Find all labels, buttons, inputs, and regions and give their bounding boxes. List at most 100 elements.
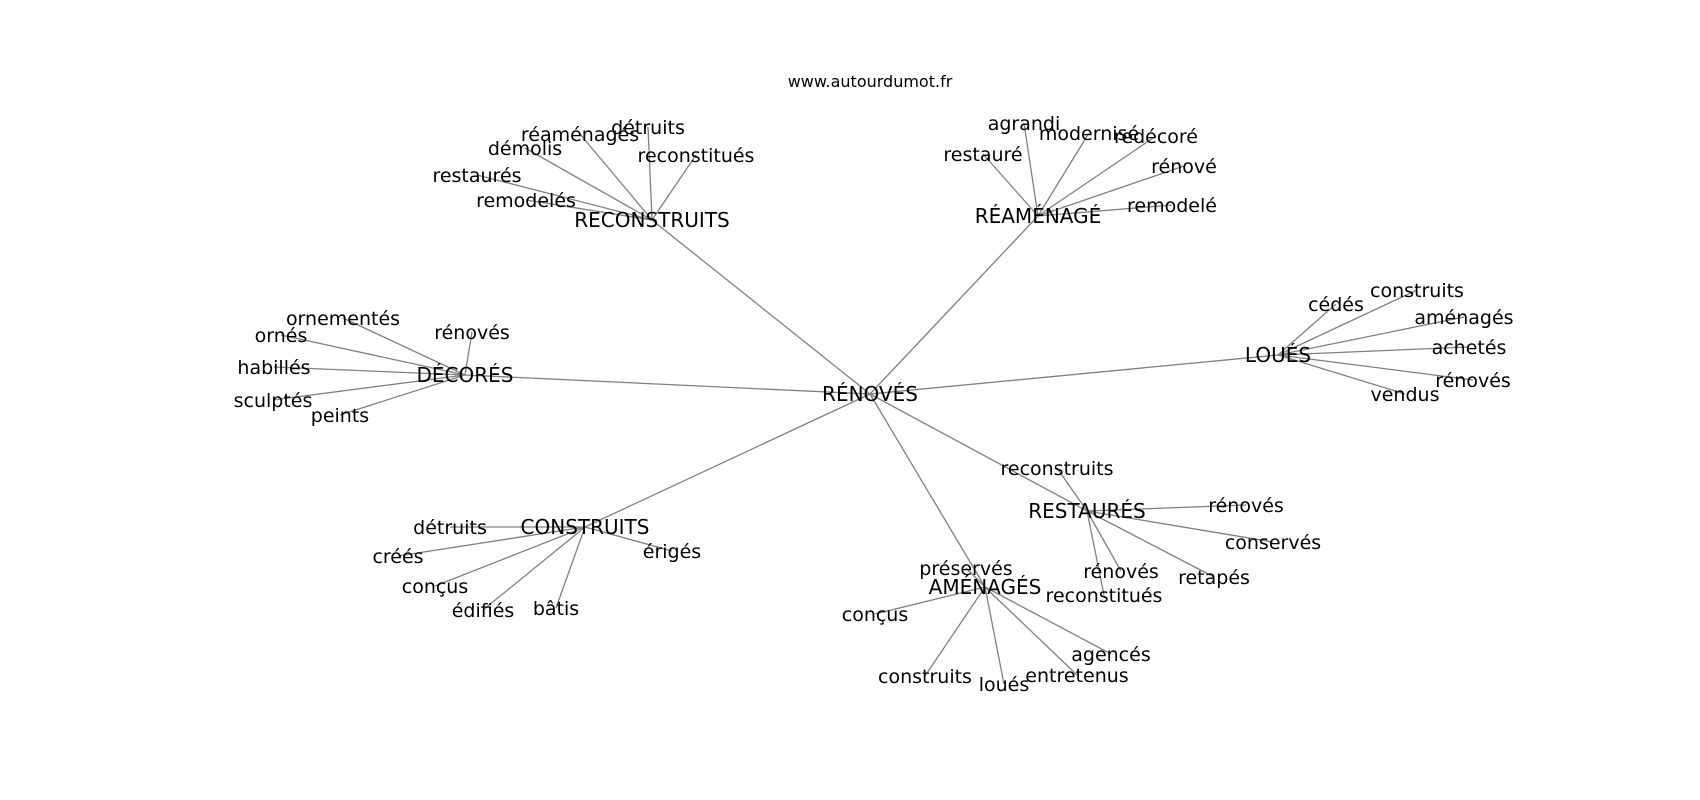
leaf-word: peints [311,405,369,427]
edge-hub-to-word [1086,510,1122,572]
leaf-word: entretenus [1025,665,1128,687]
leaf-word: redécoré [1114,126,1198,148]
edge-hub-to-word [1277,316,1465,356]
leaf-word: sculptés [234,390,313,412]
edge-hub-to-word [1277,354,1406,395]
leaf-word: rénové [1151,156,1217,178]
edge-hub-to-word [1086,510,1274,543]
hub-word: RÉAMÉNAGÉ [975,204,1102,228]
center-word: RÉNOVÉS [822,382,918,406]
leaf-word: reconstruits [1000,458,1113,480]
site-url: www.autourdumot.fr [788,72,953,91]
leaf-word: construits [878,666,972,688]
edge-hub-to-word [482,526,586,611]
edge-hub-to-word [476,174,653,221]
edge-hub-to-word [555,526,586,609]
edge-hub-to-word [525,199,653,221]
edge-hub-to-word [1086,510,1215,578]
graph-labels: www.autourdumot.fr RÉNOVÉS RECONSTRUITS ré… [234,72,1514,696]
leaf-word: aménagés [1414,307,1513,329]
edge-hub-to-word [874,586,986,615]
leaf-word: détruits [611,117,685,139]
edge-hub-to-word [1086,510,1105,596]
edge-hub-to-word [342,317,466,376]
edge-center-to-hub [584,393,871,528]
leaf-word: rénovés [1208,495,1284,517]
leaf-word: réaménagés [521,124,639,146]
hub-word: RESTAURÉS [1028,499,1145,523]
leaf-word: modernisé [1039,123,1139,145]
edge-hub-to-word [524,147,653,221]
edge-hub-to-word [464,331,473,376]
edge-center-to-hub [869,393,1088,512]
leaf-word: détruits [413,517,487,539]
leaf-word: restaurés [432,165,521,187]
edge-hub-to-word [1023,122,1039,217]
leaf-word: bâtis [533,598,579,620]
leaf-word: cédés [1308,294,1364,316]
edge-hub-to-word [584,526,673,552]
edge-center-to-hub [651,219,871,395]
leaf-word: rénovés [434,322,510,344]
edge-hub-to-word [272,374,466,401]
leaf-word: conçus [402,576,469,598]
edge-hub-to-word [1277,289,1418,356]
edge-hub-to-word [984,586,1078,676]
edge-center-to-hub [869,393,986,588]
edge-hub-to-word [339,374,466,416]
leaf-word: créés [372,546,423,568]
hub-word: AMÉNAGÉS [929,575,1042,599]
edge-hub-to-word [1277,346,1470,356]
leaf-word: habillés [237,357,310,379]
edge-center-to-hub [869,354,1279,395]
leaf-word: restauré [943,144,1022,166]
leaf-word: vendus [1371,384,1440,406]
edge-hub-to-word [1037,132,1090,217]
leaf-word: reconstitués [1046,585,1163,607]
edge-hub-to-word [984,586,1112,655]
leaf-word: remodelés [476,190,576,212]
edge-hub-to-word [965,567,986,588]
leaf-word: ornés [255,325,308,347]
graph-edges [272,122,1474,685]
edge-center-to-hub [464,374,871,395]
leaf-word: achetés [1432,337,1507,359]
leaf-word: retapés [1178,567,1250,589]
edge-center-to-hub [869,215,1039,395]
leaf-word: agencés [1071,644,1150,666]
edge-hub-to-word [647,126,653,221]
leaf-word: édifiés [452,600,515,622]
hub-word: LOUÉS [1245,343,1311,367]
edge-hub-to-word [280,334,466,376]
leaf-word: reconstitués [638,145,755,167]
leaf-word: ornementés [286,308,400,330]
leaf-word: rénovés [1435,370,1511,392]
edge-hub-to-word [651,154,697,221]
leaf-word: agrandi [988,113,1061,135]
hub-word: RECONSTRUITS [574,208,729,232]
leaf-word: conservés [1225,532,1321,554]
leaf-word: préservés [919,558,1012,580]
leaf-word: démolis [488,138,562,160]
edge-hub-to-word [924,586,986,677]
leaf-word: conçus [842,604,909,626]
edge-hub-to-word [1037,165,1185,217]
edge-hub-to-word [984,586,1005,685]
hub-word: CONSTRUITS [521,515,650,539]
edge-hub-to-word [1056,467,1088,512]
edge-hub-to-word [1086,504,1247,512]
hub-word: DÉCORÉS [417,363,514,387]
edge-hub-to-word [434,526,586,587]
edge-hub-to-word [1277,354,1474,381]
edge-hub-to-word [1277,303,1337,356]
edge-hub-to-word [1037,135,1157,217]
edge-hub-to-word [397,526,586,557]
leaf-word: érigés [643,541,701,563]
leaf-word: remodelé [1127,195,1217,217]
edge-hub-to-word [982,153,1039,217]
leaf-word: loués [979,674,1030,696]
edge-hub-to-word [273,366,466,376]
edge-hub-to-word [1037,204,1173,217]
leaf-word: rénovés [1083,561,1159,583]
